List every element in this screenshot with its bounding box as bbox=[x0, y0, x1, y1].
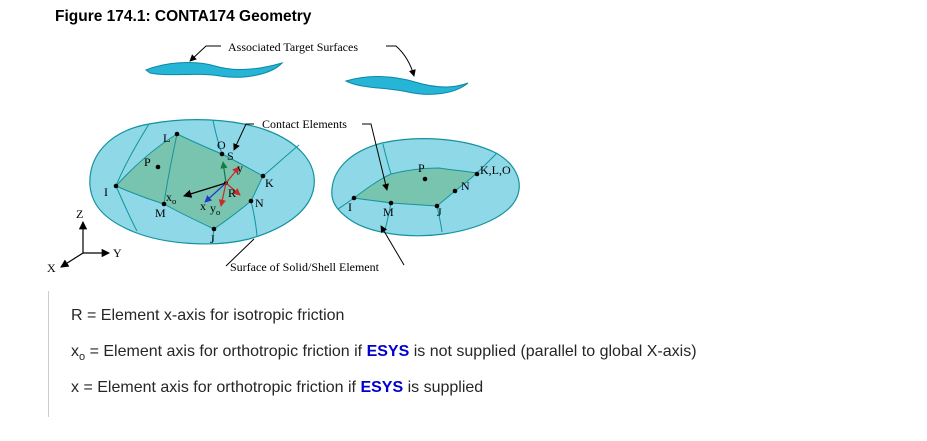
node-dot bbox=[388, 200, 394, 206]
axis-label-yo: yo bbox=[210, 201, 220, 217]
node-label-M: M bbox=[383, 205, 394, 219]
axis-R-arrow bbox=[225, 182, 241, 196]
axis-yo-base: y bbox=[210, 201, 216, 215]
axis-label-xo: xo bbox=[166, 190, 176, 206]
callout-target-surfaces: Associated Target Surfaces bbox=[228, 40, 358, 54]
node-dot bbox=[452, 188, 458, 194]
axis-xo-base: x bbox=[166, 190, 172, 204]
axis-xo-sub: o bbox=[172, 196, 176, 206]
legend-line-r: R = Element x-axis for isotropic frictio… bbox=[71, 307, 345, 324]
axis-y-arrow bbox=[225, 166, 240, 184]
node-dot bbox=[422, 176, 428, 182]
node-dot bbox=[474, 171, 480, 177]
legend-xo-base: x bbox=[71, 343, 79, 360]
node-label-P: P bbox=[144, 155, 151, 169]
leader-target-left bbox=[189, 45, 221, 62]
left-contact-element: L P O I M J K N bbox=[89, 119, 315, 246]
axis-x-arrow bbox=[204, 182, 227, 203]
node-dot bbox=[113, 183, 119, 189]
legend-xo-sub: o bbox=[79, 351, 86, 364]
geometry-diagram: L P O I M J K N S y R x xo yo bbox=[47, 40, 520, 275]
axis-label-S: S bbox=[227, 149, 234, 163]
axis-xo-arrow bbox=[182, 182, 227, 198]
axis-S-arrow bbox=[220, 161, 228, 184]
leader-contact-left bbox=[233, 123, 254, 151]
node-label-I: I bbox=[348, 200, 352, 214]
axis-label-R: R bbox=[228, 186, 236, 200]
callout-solid-shell-surface: Surface of Solid/Shell Element bbox=[230, 260, 380, 274]
mesh-line bbox=[163, 133, 178, 205]
node-dot bbox=[351, 195, 357, 201]
node-label-KLO: K,L,O bbox=[480, 163, 511, 177]
axis-label-y: y bbox=[237, 161, 243, 175]
coordinate-triad: Z Y X bbox=[47, 207, 122, 275]
node-dot bbox=[174, 131, 180, 137]
triad-label-Z: Z bbox=[76, 207, 83, 221]
node-label-J: J bbox=[210, 232, 215, 246]
target-surface-left bbox=[145, 62, 284, 78]
legend-line-x: x = Element axis for orthotropic frictio… bbox=[71, 379, 483, 397]
leader-contact-right bbox=[362, 123, 389, 191]
node-label-N: N bbox=[461, 179, 470, 193]
triad-label-X: X bbox=[47, 261, 56, 275]
node-label-J: J bbox=[437, 205, 442, 219]
axis-yo-arrow bbox=[218, 182, 227, 207]
node-label-I: I bbox=[104, 185, 108, 199]
callouts: Associated Target Surfaces Contact Eleme… bbox=[189, 40, 416, 274]
triad-x-arrow bbox=[60, 252, 84, 268]
triad-label-Y: Y bbox=[113, 246, 122, 260]
esys-keyword: ESYS bbox=[366, 343, 410, 360]
node-dot bbox=[248, 198, 254, 204]
mesh-line bbox=[212, 119, 223, 155]
callout-contact-elements: Contact Elements bbox=[262, 117, 347, 131]
legend-x-start: x = Element axis for orthotropic frictio… bbox=[71, 379, 361, 396]
node-dot bbox=[434, 203, 440, 209]
esys-keyword: ESYS bbox=[360, 379, 404, 396]
target-surface-right bbox=[344, 76, 469, 95]
legend-line-xo: xo = Element axis for orthotropic fricti… bbox=[71, 343, 697, 363]
leader-target-right bbox=[386, 45, 416, 77]
node-dot bbox=[155, 164, 161, 170]
mesh-line bbox=[436, 205, 443, 233]
mesh-line bbox=[115, 123, 150, 187]
node-label-P: P bbox=[418, 161, 425, 175]
figure-title: Figure 174.1: CONTA174 Geometry bbox=[55, 8, 312, 25]
node-dot bbox=[161, 201, 167, 207]
mesh-line bbox=[115, 185, 138, 232]
mesh-line bbox=[382, 143, 392, 175]
node-dot bbox=[211, 226, 217, 232]
node-label-M: M bbox=[155, 206, 166, 220]
mesh-line bbox=[250, 200, 258, 237]
node-dot bbox=[219, 151, 225, 157]
legend-xo-end: is not supplied (parallel to global X-ax… bbox=[409, 343, 697, 360]
node-label-K: K bbox=[265, 176, 274, 190]
left-node-dots bbox=[113, 131, 266, 232]
leader-surface-left bbox=[225, 238, 255, 267]
legend-x-end: is supplied bbox=[403, 379, 484, 396]
axis-yo-sub: o bbox=[216, 207, 220, 217]
node-label-O: O bbox=[217, 138, 226, 152]
right-inner-surface bbox=[352, 167, 479, 207]
legend-xo-mid: = Element axis for orthotropic friction … bbox=[85, 343, 367, 360]
node-label-L: L bbox=[163, 131, 170, 145]
node-label-N: N bbox=[255, 196, 264, 210]
right-node-dots bbox=[351, 171, 480, 209]
axis-label-x: x bbox=[200, 199, 206, 213]
right-contact-element: I M J N P K,L,O bbox=[331, 138, 520, 237]
mesh-line bbox=[262, 144, 300, 177]
target-surfaces bbox=[145, 62, 469, 95]
element-axes: S y R x xo yo bbox=[166, 149, 243, 217]
leader-surface-right bbox=[380, 225, 405, 266]
node-dot bbox=[260, 173, 266, 179]
mesh-line bbox=[476, 152, 498, 174]
legend-divider bbox=[48, 291, 49, 417]
